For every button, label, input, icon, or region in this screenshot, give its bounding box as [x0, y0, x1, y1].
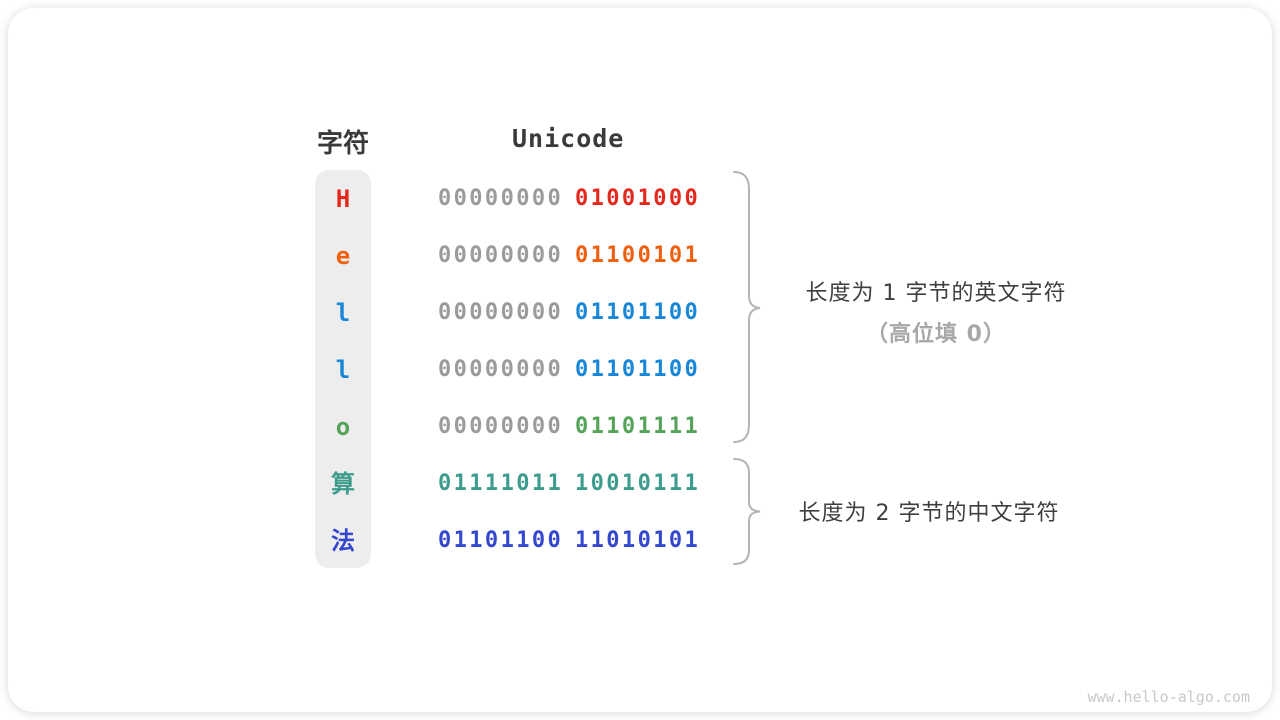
- unicode-byte-high: 01101100: [438, 528, 564, 553]
- char-cell: 算: [331, 470, 355, 498]
- unicode-byte-high: 01111011: [438, 471, 564, 496]
- table-row: 算 01111011 10010111: [8, 466, 1272, 502]
- annotation-english-chars: 长度为 1 字节的英文字符 （高位填 0）: [764, 275, 1108, 348]
- unicode-byte-low: 01101100: [575, 300, 701, 325]
- char-cell: 法: [331, 527, 355, 555]
- unicode-encoding-diagram: 字符 Unicode H 00000000 01001000 e 0000000…: [8, 8, 1272, 712]
- char-cell: e: [335, 242, 351, 270]
- char-cell: o: [335, 413, 351, 441]
- table-row: l 00000000 01101100: [8, 352, 1272, 388]
- unicode-byte-low: 01001000: [575, 186, 701, 211]
- unicode-byte-low: 01101100: [575, 357, 701, 382]
- table-row: o 00000000 01101111: [8, 409, 1272, 445]
- table-row: 法 01101100 11010101: [8, 523, 1272, 559]
- unicode-byte-high: 00000000: [438, 357, 564, 382]
- unicode-byte-high: 00000000: [438, 300, 564, 325]
- unicode-byte-low: 01101111: [575, 414, 701, 439]
- table-row: e 00000000 01100101: [8, 238, 1272, 274]
- diagram-card: 字符 Unicode H 00000000 01001000 e 0000000…: [8, 8, 1272, 712]
- annotation-english-line1: 长度为 1 字节的英文字符: [805, 281, 1067, 306]
- column-header-character: 字符: [316, 129, 369, 159]
- table-row: l 00000000 01101100: [8, 295, 1272, 331]
- table-row: H 00000000 01001000: [8, 181, 1272, 217]
- char-cell: l: [335, 299, 351, 327]
- unicode-byte-low: 01100101: [575, 243, 701, 268]
- unicode-byte-high: 00000000: [438, 186, 564, 211]
- character-column-background: [315, 170, 371, 568]
- unicode-byte-high: 00000000: [438, 414, 564, 439]
- brace-chinese-group: [733, 458, 761, 565]
- char-cell: l: [335, 356, 351, 384]
- watermark-url: www.hello-algo.com: [1087, 688, 1250, 706]
- unicode-byte-low: 11010101: [575, 528, 701, 553]
- unicode-byte-high: 00000000: [438, 243, 564, 268]
- column-header-unicode: Unicode: [512, 124, 625, 153]
- annotation-english-line2: （高位填 0）: [866, 322, 1006, 347]
- annotation-chinese-chars: 长度为 2 字节的中文字符: [798, 501, 1060, 526]
- char-cell: H: [335, 185, 351, 213]
- brace-english-group: [733, 171, 761, 443]
- unicode-byte-low: 10010111: [575, 471, 701, 496]
